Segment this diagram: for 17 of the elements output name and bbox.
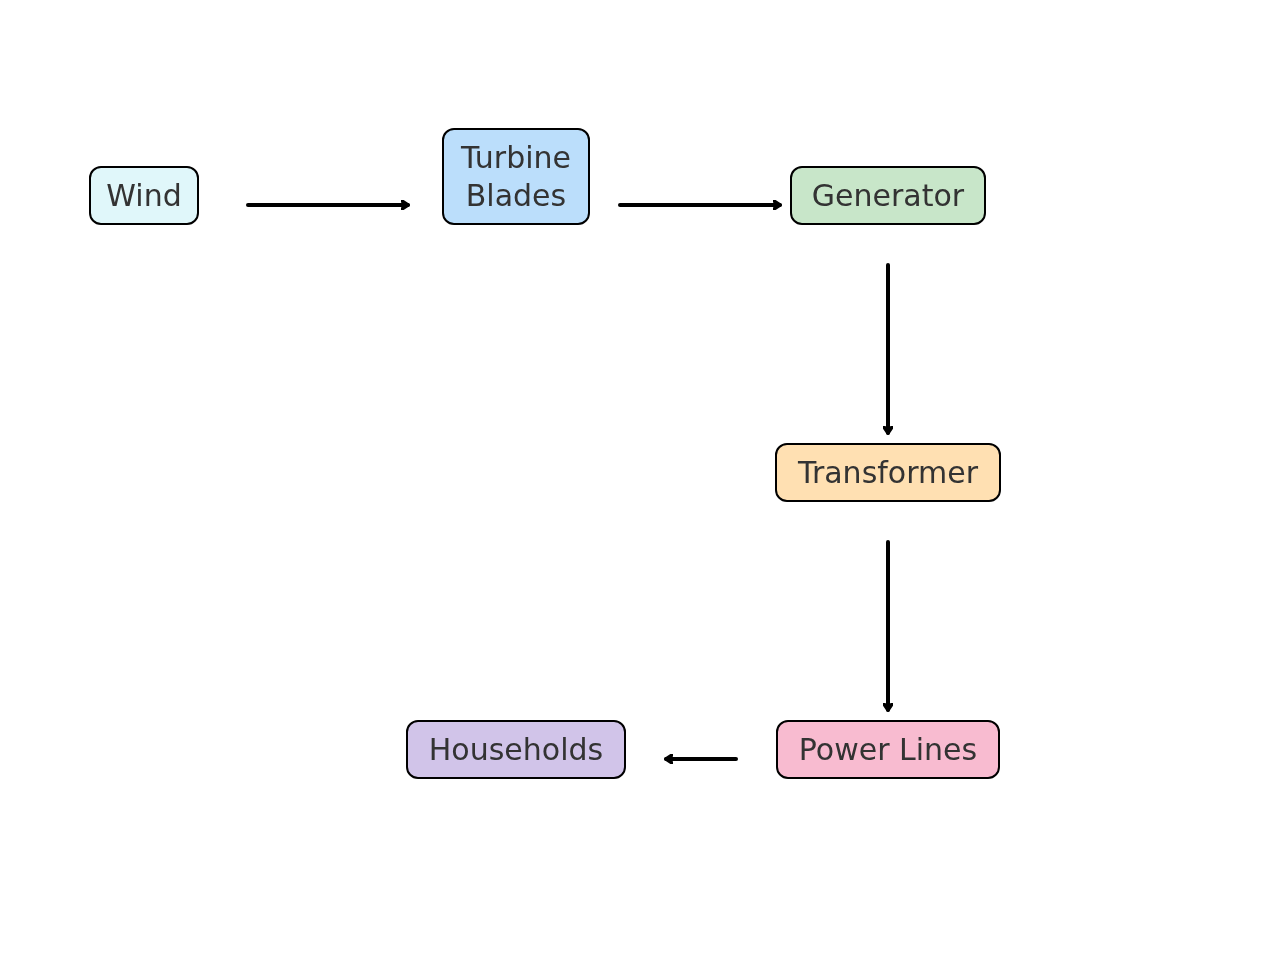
arrow bbox=[664, 753, 738, 765]
node-label: Turbine Blades bbox=[460, 138, 572, 215]
process-box bbox=[89, 166, 199, 225]
process-box bbox=[442, 128, 590, 225]
node-label: Transformer bbox=[798, 453, 978, 492]
node-label: Households bbox=[428, 730, 604, 769]
arrow bbox=[882, 263, 894, 435]
node-label: Wind bbox=[106, 176, 182, 215]
arrow bbox=[882, 540, 894, 712]
process-box bbox=[790, 166, 986, 225]
arrow bbox=[618, 199, 782, 211]
node-label: Generator bbox=[811, 176, 965, 215]
arrow bbox=[246, 199, 410, 211]
process-box bbox=[406, 720, 626, 779]
node-label: Power Lines bbox=[798, 730, 978, 769]
process-box bbox=[775, 443, 1001, 502]
process-box bbox=[776, 720, 1000, 779]
